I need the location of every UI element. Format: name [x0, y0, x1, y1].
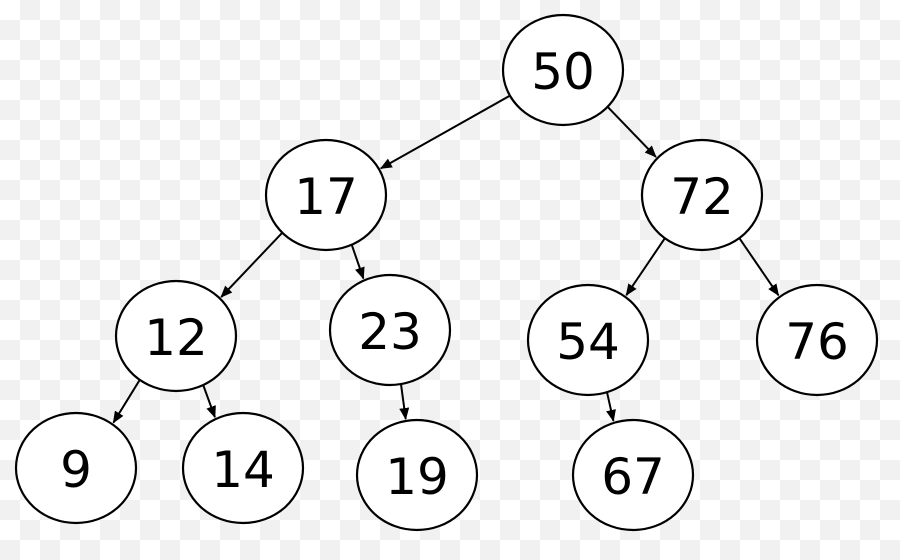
node-circle [526, 283, 650, 397]
node-label: 72 [670, 168, 734, 226]
node-circle [355, 418, 479, 532]
node-label: 76 [785, 313, 849, 371]
tree-node-17: 17 [264, 138, 388, 252]
edge-12-to-9 [112, 379, 141, 424]
node-circle [501, 13, 625, 127]
tree-node-9: 9 [14, 411, 138, 525]
tree-nodes: 50 17 72 12 23 54 76 9 14 19 67 [14, 13, 879, 532]
tree-node-23: 23 [328, 273, 452, 387]
node-label: 54 [556, 313, 620, 371]
tree-node-12: 12 [114, 279, 238, 393]
edge-50-to-72 [606, 106, 657, 158]
tree-node-14: 14 [181, 411, 305, 525]
tree-node-19: 19 [355, 418, 479, 532]
node-label: 14 [211, 441, 275, 499]
tree-edges [112, 94, 780, 424]
node-circle [114, 279, 238, 393]
node-circle [571, 418, 695, 532]
node-label: 67 [601, 448, 665, 506]
node-circle [755, 283, 879, 397]
edge-72-to-76 [738, 237, 780, 297]
node-label: 9 [60, 441, 92, 499]
node-circle [14, 411, 138, 525]
edge-72-to-54 [625, 237, 666, 297]
tree-node-54: 54 [526, 283, 650, 397]
node-label: 12 [144, 309, 208, 367]
node-label: 23 [358, 303, 422, 361]
node-circle [640, 138, 764, 252]
edge-50-to-17 [379, 94, 511, 170]
edge-54-to-67 [606, 391, 616, 422]
edge-23-to-19 [399, 383, 410, 420]
node-circle [328, 273, 452, 387]
node-label: 17 [294, 168, 358, 226]
node-label: 50 [531, 43, 595, 101]
edge-12-to-14 [202, 384, 216, 419]
tree-node-67: 67 [571, 418, 695, 532]
edge-17-to-23 [350, 244, 365, 280]
node-circle [264, 138, 388, 252]
node-circle [181, 411, 305, 525]
edge-17-to-12 [220, 232, 284, 298]
node-label: 19 [385, 448, 449, 506]
tree-node-50: 50 [501, 13, 625, 127]
tree-node-72: 72 [640, 138, 764, 252]
tree-node-76: 76 [755, 283, 879, 397]
